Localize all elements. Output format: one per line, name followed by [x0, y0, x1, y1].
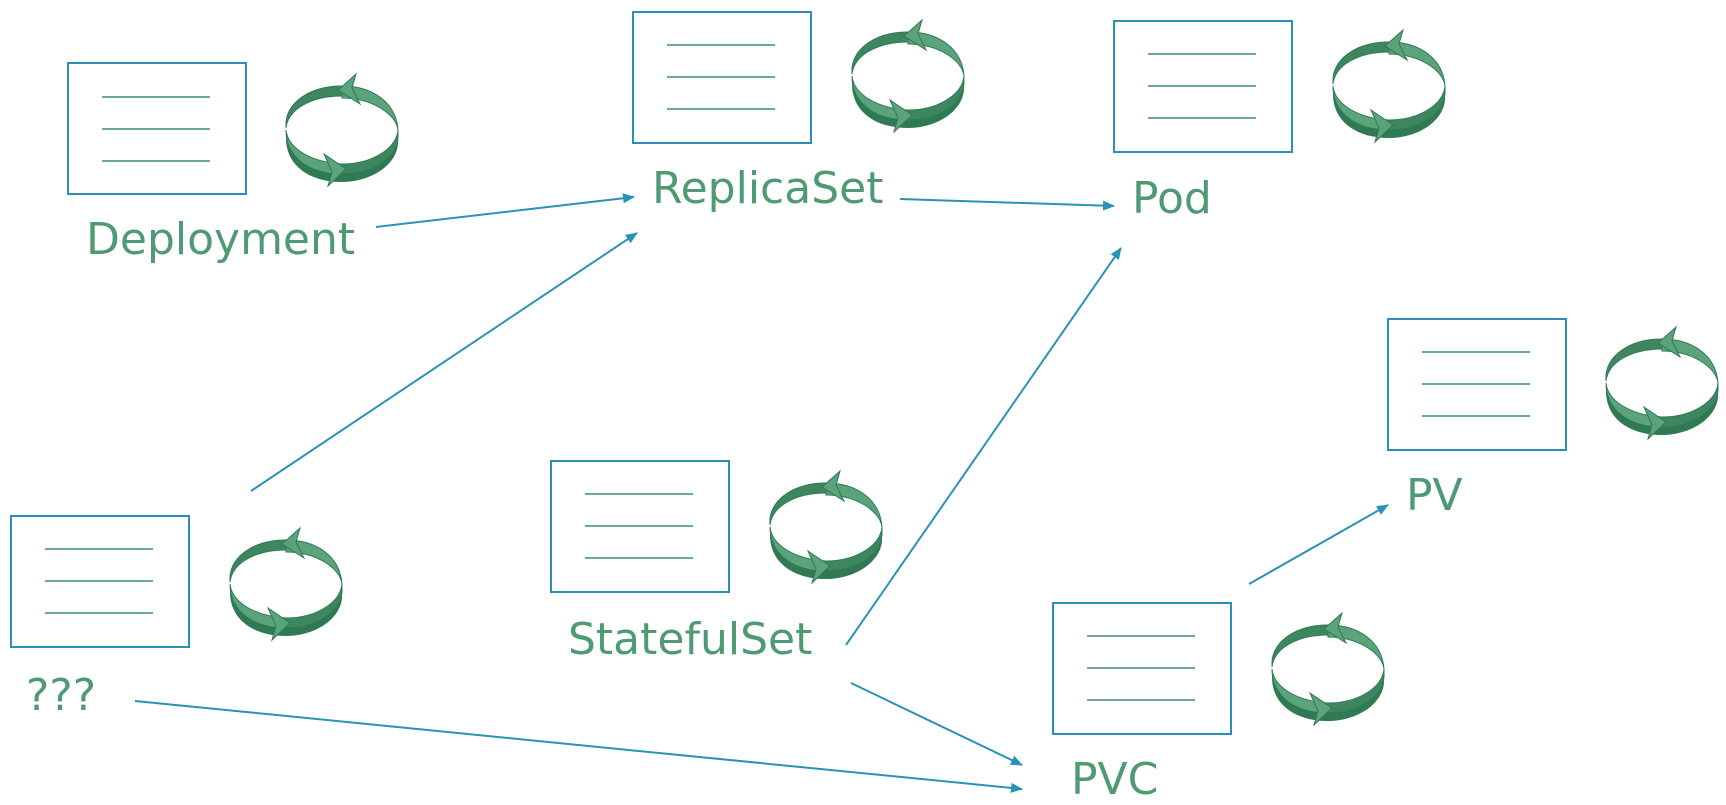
reconcile-cycle-icon — [285, 73, 399, 187]
document-icons — [10, 11, 1567, 735]
edge-replicaset-pod — [899, 198, 1115, 211]
node-label-deployment: Deployment — [86, 214, 356, 265]
node-label-pod: Pod — [1132, 173, 1212, 224]
edge-unknown-pvc — [134, 700, 1023, 793]
reconcile-cycle-icon — [769, 470, 883, 584]
document-icon — [1052, 602, 1232, 735]
edge-unknown-replicaset — [250, 232, 638, 492]
edge-pvc-pv — [1248, 504, 1389, 585]
document-icon — [550, 460, 730, 593]
edge-statefulset-pvc — [850, 682, 1023, 766]
node-label-statefulset: StatefulSet — [568, 614, 813, 665]
reconcile-cycle-icon — [1271, 612, 1385, 726]
edge-statefulset-pod — [845, 247, 1122, 646]
node-label-unknown: ??? — [26, 670, 97, 721]
document-icon — [1113, 20, 1293, 153]
document-icon — [632, 11, 812, 144]
reconcile-cycle-icon — [1605, 326, 1719, 440]
node-label-replicaset: ReplicaSet — [652, 163, 884, 214]
reconcile-cycle-icon — [1332, 29, 1446, 143]
document-icon — [10, 515, 190, 648]
reconcile-cycle-icon — [851, 19, 965, 133]
node-label-pv: PV — [1406, 470, 1463, 521]
edge-deployment-replicaset — [375, 193, 635, 228]
document-icon — [67, 62, 247, 195]
document-icon — [1387, 318, 1567, 451]
node-label-pvc: PVC — [1071, 754, 1159, 805]
edges — [134, 193, 1389, 793]
reconcile-cycle-icon — [229, 527, 343, 641]
